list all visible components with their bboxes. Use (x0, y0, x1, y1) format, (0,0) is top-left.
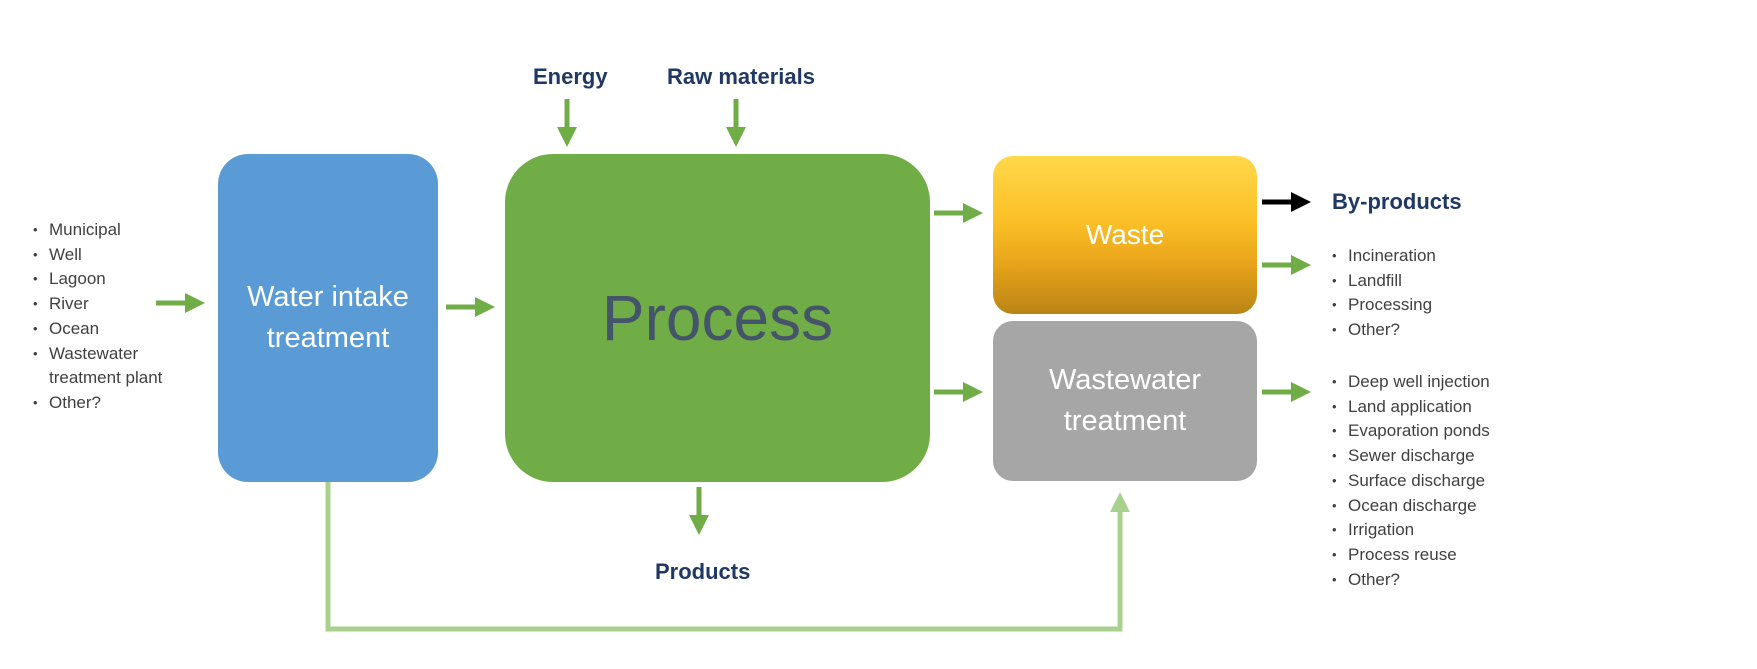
wastewater-destination-item: Process reuse (1332, 543, 1490, 568)
process-label: Process (601, 282, 834, 354)
wastewater-destination-item: Sewer discharge (1332, 444, 1490, 469)
waste-destination-item: Other? (1332, 318, 1436, 343)
wastewater-destination-item: Land application (1332, 395, 1490, 420)
wastewater-treatment-label: Wastewater treatment (1048, 364, 1202, 437)
process-box: Process (505, 154, 930, 482)
water-intake-treatment-box: Water intake treatment (218, 154, 438, 482)
waste-label: Waste (1085, 219, 1165, 250)
products-label: Products (655, 559, 751, 584)
bypass-intake-to-wastewater-line (325, 482, 1130, 632)
by-products-label: By-products (1332, 189, 1462, 214)
wastewater-destination-item: Other? (1332, 568, 1490, 593)
water-source-item: Wastewater treatment plant (33, 342, 199, 391)
wastewater-destination-item: Irrigation (1332, 518, 1490, 543)
water-source-item: Municipal (33, 218, 199, 243)
water-source-item: Well (33, 243, 199, 268)
water-source-item: Ocean (33, 317, 199, 342)
wastewater-treatment-box: Wastewater treatment (993, 321, 1257, 481)
waste-destination-item: Landfill (1332, 269, 1436, 294)
waste-destination-item: Incineration (1332, 244, 1436, 269)
raw-materials-label: Raw materials (667, 64, 815, 89)
water-source-item: Other? (33, 391, 199, 416)
water-intake-treatment-label: Water intake treatment (247, 281, 409, 354)
wastewater-destination-item: Ocean discharge (1332, 494, 1490, 519)
wastewater-destinations-list: Deep well injection Land application Eva… (1332, 370, 1490, 592)
waste-box: Waste (993, 156, 1257, 314)
wastewater-destination-item: Surface discharge (1332, 469, 1490, 494)
water-source-item: Lagoon (33, 267, 199, 292)
waste-destination-item: Processing (1332, 293, 1436, 318)
wastewater-destination-item: Deep well injection (1332, 370, 1490, 395)
waste-destinations-list: Incineration Landfill Processing Other? (1332, 244, 1436, 343)
energy-label: Energy (533, 64, 608, 89)
water-source-item: River (33, 292, 199, 317)
wastewater-destination-item: Evaporation ponds (1332, 419, 1490, 444)
water-sources-list: Municipal Well Lagoon River Ocean Wastew… (33, 218, 199, 416)
